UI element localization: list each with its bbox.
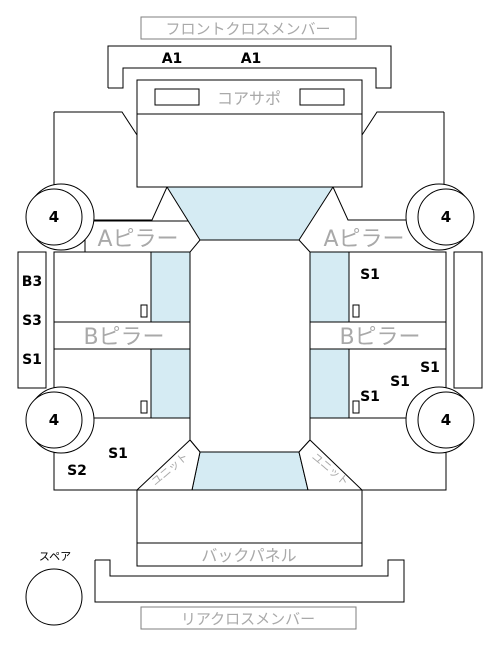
a-pillar-left-label: Aピラー [97,227,178,252]
right-lower-s1-mark-b: S1 [390,374,410,390]
spare-tire [25,568,83,626]
right-lower-s1-mark-c: S1 [360,389,380,405]
tire-front-left-count: 4 [49,208,59,226]
back-panel-label: バックパネル [201,546,296,565]
front-cross-member-label: フロントクロスメンバー [165,20,330,38]
side-s3-mark: S3 [22,313,42,329]
right-quarter-bottom [362,455,447,491]
left-lower-s2-mark: S2 [67,463,87,479]
right-fender-top [361,111,444,136]
a-pillar-right-label: Aピラー [323,227,404,252]
left-rocker-panel [17,251,47,389]
tire-front-right: 4 [405,183,475,251]
left-rear-window [150,348,191,419]
roof-panel [189,239,311,453]
left-fender-inner [90,186,168,221]
tire-rear-right: 4 [405,386,475,454]
trunk-lid [136,489,363,544]
right-fender-inner [332,186,409,221]
rear-window [191,451,309,491]
b-pillar-left-label: Bピラー [83,325,164,350]
back-panel [136,542,363,567]
left-rear-handle [140,400,148,414]
b-pillar-right-label: Bピラー [339,325,420,350]
tire-front-right-count: 4 [441,208,451,226]
rear-bumper-bracket [94,559,405,603]
right-upper-s1-mark: S1 [360,267,380,283]
right-front-window [309,251,350,323]
front-bumper-bracket [107,45,392,89]
side-s1-mark: S1 [22,352,42,368]
tire-rear-left: 4 [25,386,95,454]
left-front-handle [140,304,148,318]
front-a1-right-mark: A1 [241,51,262,67]
front-a1-left-mark: A1 [162,51,183,67]
rear-cross-member-label: リアクロスメンバー [181,610,315,628]
tire-front-left: 4 [25,183,95,251]
rear-cross-member-box [140,606,357,630]
engine-bay-left-edge [136,114,167,188]
left-quarter-bottom [53,455,137,491]
left-lower-s1-mark: S1 [108,446,128,462]
core-support-slot-left [154,88,200,106]
right-front-handle [352,304,360,318]
right-rear-handle [352,400,360,414]
core-support-slot-right [299,88,345,106]
engine-bay-right-edge [333,114,363,188]
spare-label: スペア [39,550,71,563]
b-pillar-left [53,321,191,350]
side-b3-mark: B3 [22,274,42,290]
right-rocker-panel [453,251,483,389]
tire-rear-right-count: 4 [441,411,451,429]
right-lower-s1-mark-a: S1 [420,360,440,376]
right-rear-window [309,348,350,419]
tire-rear-left-count: 4 [49,411,59,429]
left-fender-top [54,111,138,136]
core-support-label: コアサポ [217,89,281,108]
left-front-window [150,251,191,323]
front-cross-member-box [140,16,357,40]
